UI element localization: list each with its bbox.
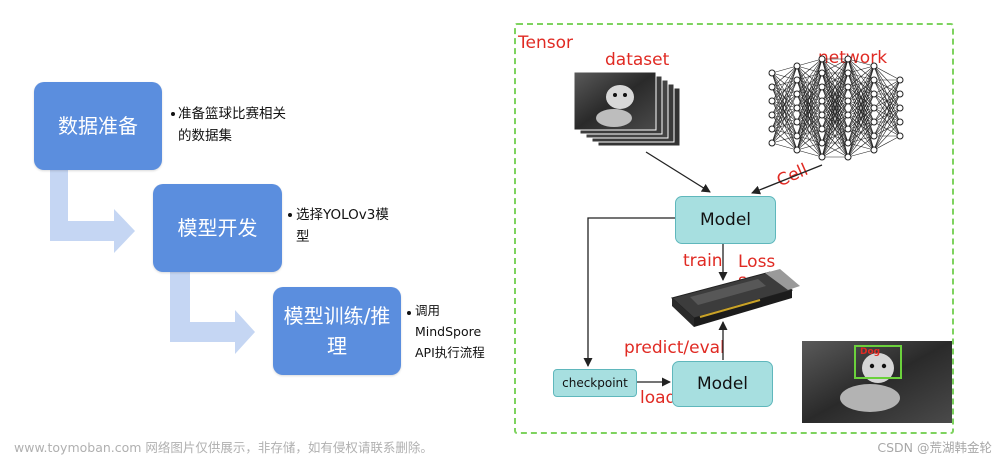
network-node (844, 139, 852, 147)
step-train-infer: 模型训练/推 理 (273, 287, 401, 375)
network-label: network (818, 48, 888, 68)
note-data-prep: 准备篮球比赛相关 的数据集 (178, 103, 286, 147)
dataset-image-stack (573, 71, 681, 147)
footer-credit: CSDN @荒湖韩金轮 (877, 440, 992, 455)
network-node (768, 125, 776, 133)
network-node (844, 153, 852, 161)
network-node (896, 90, 904, 98)
network-node (768, 111, 776, 119)
network-node (896, 118, 904, 126)
flow-arrow-2 (170, 272, 255, 354)
network-node (818, 153, 826, 161)
step-train-infer-label-2: 理 (327, 334, 347, 358)
network-node (870, 76, 878, 84)
network-node (870, 118, 878, 126)
network-node (768, 83, 776, 91)
model-top-label: Model (699, 210, 752, 230)
network-node (844, 83, 852, 91)
bullet-dot (288, 213, 292, 217)
step-model-dev-label: 模型开发 (177, 216, 258, 240)
load-label: load (640, 388, 677, 408)
network-node (818, 55, 826, 63)
network-node (844, 69, 852, 77)
note-line: 准备篮球比赛相关 (178, 106, 286, 122)
model-bottom-label: Model (696, 374, 749, 394)
model-box-top: Model (675, 196, 776, 244)
bullet-dot (407, 311, 411, 315)
detection-tag: Dog (860, 347, 881, 357)
network-node (870, 146, 878, 154)
step-data-prep-label: 数据准备 (58, 114, 138, 138)
network-node (793, 90, 801, 98)
gpu-card-icon (670, 269, 800, 327)
network-node (870, 90, 878, 98)
network-node (896, 104, 904, 112)
model-box-bottom: Model (672, 361, 773, 407)
step-data-prep: 数据准备 (34, 82, 162, 170)
network-node (844, 125, 852, 133)
network-node (793, 118, 801, 126)
checkpoint-label: checkpoint (562, 376, 628, 390)
tensor-label: Tensor (518, 33, 573, 53)
train-label: train (683, 251, 723, 271)
network-node (818, 83, 826, 91)
arrow-network-to-model (751, 164, 823, 195)
network-node (768, 97, 776, 105)
step-model-dev: 模型开发 (153, 184, 282, 272)
dataset-label: dataset (605, 50, 670, 70)
note-train-infer: 调用 MindSpore API执行流程 (415, 300, 485, 363)
network-node (870, 104, 878, 112)
arrow-model-to-checkpoint (583, 217, 675, 367)
detection-photo (802, 341, 952, 423)
step-train-infer-label-1: 模型训练/推 (283, 304, 391, 328)
network-graph (771, 58, 901, 158)
network-node (870, 132, 878, 140)
network-node (793, 132, 801, 140)
checkpoint-box: checkpoint (553, 369, 637, 397)
flow-arrow-1 (50, 170, 135, 253)
network-node (793, 104, 801, 112)
network-node (896, 76, 904, 84)
loss-label: Loss (738, 252, 776, 272)
network-node (818, 69, 826, 77)
network-node (844, 55, 852, 63)
note-line: 调用 (415, 303, 441, 318)
network-node (844, 111, 852, 119)
network-nodes (768, 55, 904, 161)
network-node (818, 111, 826, 119)
network-node (896, 132, 904, 140)
network-node (793, 146, 801, 154)
pipeline-arrows (50, 170, 255, 354)
note-line: API执行流程 (415, 345, 485, 360)
network-node (768, 139, 776, 147)
network-node (870, 62, 878, 70)
network-node (768, 69, 776, 77)
arrow-dataset-to-model (645, 151, 711, 193)
bullet-dot (171, 112, 175, 116)
note-line: 型 (296, 229, 310, 245)
note-line: MindSpore (415, 324, 482, 339)
network-node (818, 97, 826, 105)
tensor-container (514, 23, 954, 434)
network-node (818, 139, 826, 147)
network-node (793, 62, 801, 70)
network-node (818, 125, 826, 133)
footer-watermark: www.toymoban.com 网络图片仅供展示，非存储，如有侵权请联系删除。 (14, 440, 433, 455)
predict-eval-label: predict/eval (624, 338, 725, 358)
detection-box (854, 345, 902, 379)
note-line: 选择YOLOv3模 (296, 207, 389, 223)
network-node (793, 76, 801, 84)
network-node (844, 97, 852, 105)
note-model-dev: 选择YOLOv3模 型 (296, 204, 389, 248)
note-line: 的数据集 (178, 128, 232, 144)
